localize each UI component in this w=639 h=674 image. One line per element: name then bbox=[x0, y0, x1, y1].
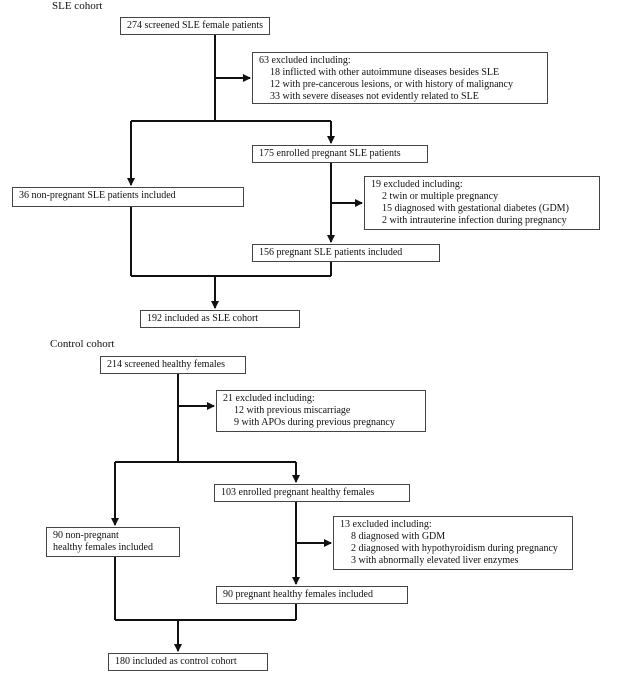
control-nonpregnant-box: 90 non-pregnant healthy females included bbox=[46, 527, 180, 557]
exclusion-item: 18 inflicted with other autoimmune disea… bbox=[270, 67, 500, 78]
sle-screened-box: 274 screened SLE female patients bbox=[120, 17, 270, 35]
sle-nonpregnant-text: 36 non-pregnant SLE patients included bbox=[19, 190, 176, 201]
exclusion-title: 21 excluded including: bbox=[223, 393, 315, 404]
sle-final-box: 192 included as SLE cohort bbox=[140, 310, 300, 328]
exclusion-item: 15 diagnosed with gestational diabetes (… bbox=[382, 203, 569, 214]
sle-cohort-heading: SLE cohort bbox=[52, 0, 103, 12]
sle-exclusion-box-1: 63 excluded including: 18 inflicted with… bbox=[252, 52, 548, 104]
exclusion-item: 3 with abnormally elevated liver enzymes bbox=[351, 555, 519, 566]
control-cohort-heading: Control cohort bbox=[50, 338, 115, 350]
control-final-text: 180 included as control cohort bbox=[115, 656, 237, 667]
sle-pregnant-text: 156 pregnant SLE patients included bbox=[259, 247, 403, 258]
control-exclusion-box-2: 13 excluded including: 8 diagnosed with … bbox=[333, 516, 573, 570]
control-final-box: 180 included as control cohort bbox=[108, 653, 268, 671]
control-enrolled-box: 103 enrolled pregnant healthy females bbox=[214, 484, 410, 502]
control-screened-text: 214 screened healthy females bbox=[107, 359, 226, 370]
sle-pregnant-box: 156 pregnant SLE patients included bbox=[252, 244, 440, 262]
exclusion-item: 33 with severe diseases not evidently re… bbox=[270, 91, 479, 102]
sle-final-text: 192 included as SLE cohort bbox=[147, 313, 259, 324]
sle-enrolled-box: 175 enrolled pregnant SLE patients bbox=[252, 145, 428, 163]
exclusion-item: 12 with pre-cancerous lesions, or with h… bbox=[270, 79, 513, 90]
exclusion-item: 8 diagnosed with GDM bbox=[351, 531, 446, 542]
exclusion-item: 2 diagnosed with hypothyroidism during p… bbox=[351, 543, 558, 554]
exclusion-item: 2 twin or multiple pregnancy bbox=[382, 191, 499, 202]
exclusion-title: 63 excluded including: bbox=[259, 55, 351, 66]
exclusion-title: 13 excluded including: bbox=[340, 519, 432, 530]
sle-screened-text: 274 screened SLE female patients bbox=[127, 20, 264, 31]
exclusion-item: 12 with previous miscarriage bbox=[234, 405, 351, 416]
exclusion-title: 19 excluded including: bbox=[371, 179, 463, 190]
control-exclusion-box-1: 21 excluded including: 12 with previous … bbox=[216, 390, 426, 432]
sle-exclusion-box-2: 19 excluded including: 2 twin or multipl… bbox=[364, 176, 600, 230]
exclusion-item: 2 with intrauterine infection during pre… bbox=[382, 215, 567, 226]
sle-enrolled-text: 175 enrolled pregnant SLE patients bbox=[259, 148, 401, 159]
control-nonpregnant-line1: 90 non-pregnant bbox=[53, 530, 119, 541]
control-pregnant-text: 90 pregnant healthy females included bbox=[223, 589, 373, 600]
sle-nonpregnant-box: 36 non-pregnant SLE patients included bbox=[12, 187, 244, 207]
control-screened-box: 214 screened healthy females bbox=[100, 356, 246, 374]
control-nonpregnant-line2: healthy females included bbox=[53, 542, 153, 553]
exclusion-item: 9 with APOs during previous pregnancy bbox=[234, 417, 395, 428]
control-enrolled-text: 103 enrolled pregnant healthy females bbox=[221, 487, 375, 498]
control-pregnant-box: 90 pregnant healthy females included bbox=[216, 586, 408, 604]
